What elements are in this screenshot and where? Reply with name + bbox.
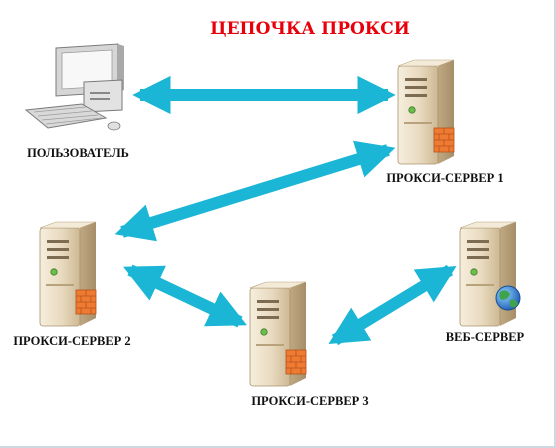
node-web: ВЕБ-СЕРВЕР (446, 221, 525, 344)
node-proxy2: ПРОКСИ-СЕРВЕР 2 (13, 221, 131, 348)
node-user: ПОЛЬЗОВАТЕЛЬ (24, 43, 129, 160)
node-proxy1: ПРОКСИ-СЕРВЕР 1 (386, 59, 504, 185)
node-proxy3: ПРОКСИ-СЕРВЕР 3 (249, 281, 369, 408)
proxy3-label: ПРОКСИ-СЕРВЕР 3 (251, 394, 368, 408)
proxy2-label: ПРОКСИ-СЕРВЕР 2 (13, 334, 130, 348)
connections (114, 75, 457, 346)
arrow-proxy2-proxy3 (123, 264, 247, 328)
server-firewall-icon (249, 281, 307, 387)
web-server-globe-icon (459, 221, 521, 327)
diagram-title: ЦЕПОЧКА ПРОКСИ (210, 19, 410, 39)
arrow-proxy1-proxy2 (114, 140, 396, 242)
workstation-icon (24, 43, 124, 131)
arrow-proxy3-web (328, 264, 457, 346)
proxy1-label: ПРОКСИ-СЕРВЕР 1 (386, 171, 503, 185)
server-firewall-icon (39, 221, 97, 327)
server-firewall-icon (397, 59, 455, 165)
web-label: ВЕБ-СЕРВЕР (446, 330, 525, 344)
user-label: ПОЛЬЗОВАТЕЛЬ (27, 146, 129, 160)
globe-icon (495, 285, 521, 311)
